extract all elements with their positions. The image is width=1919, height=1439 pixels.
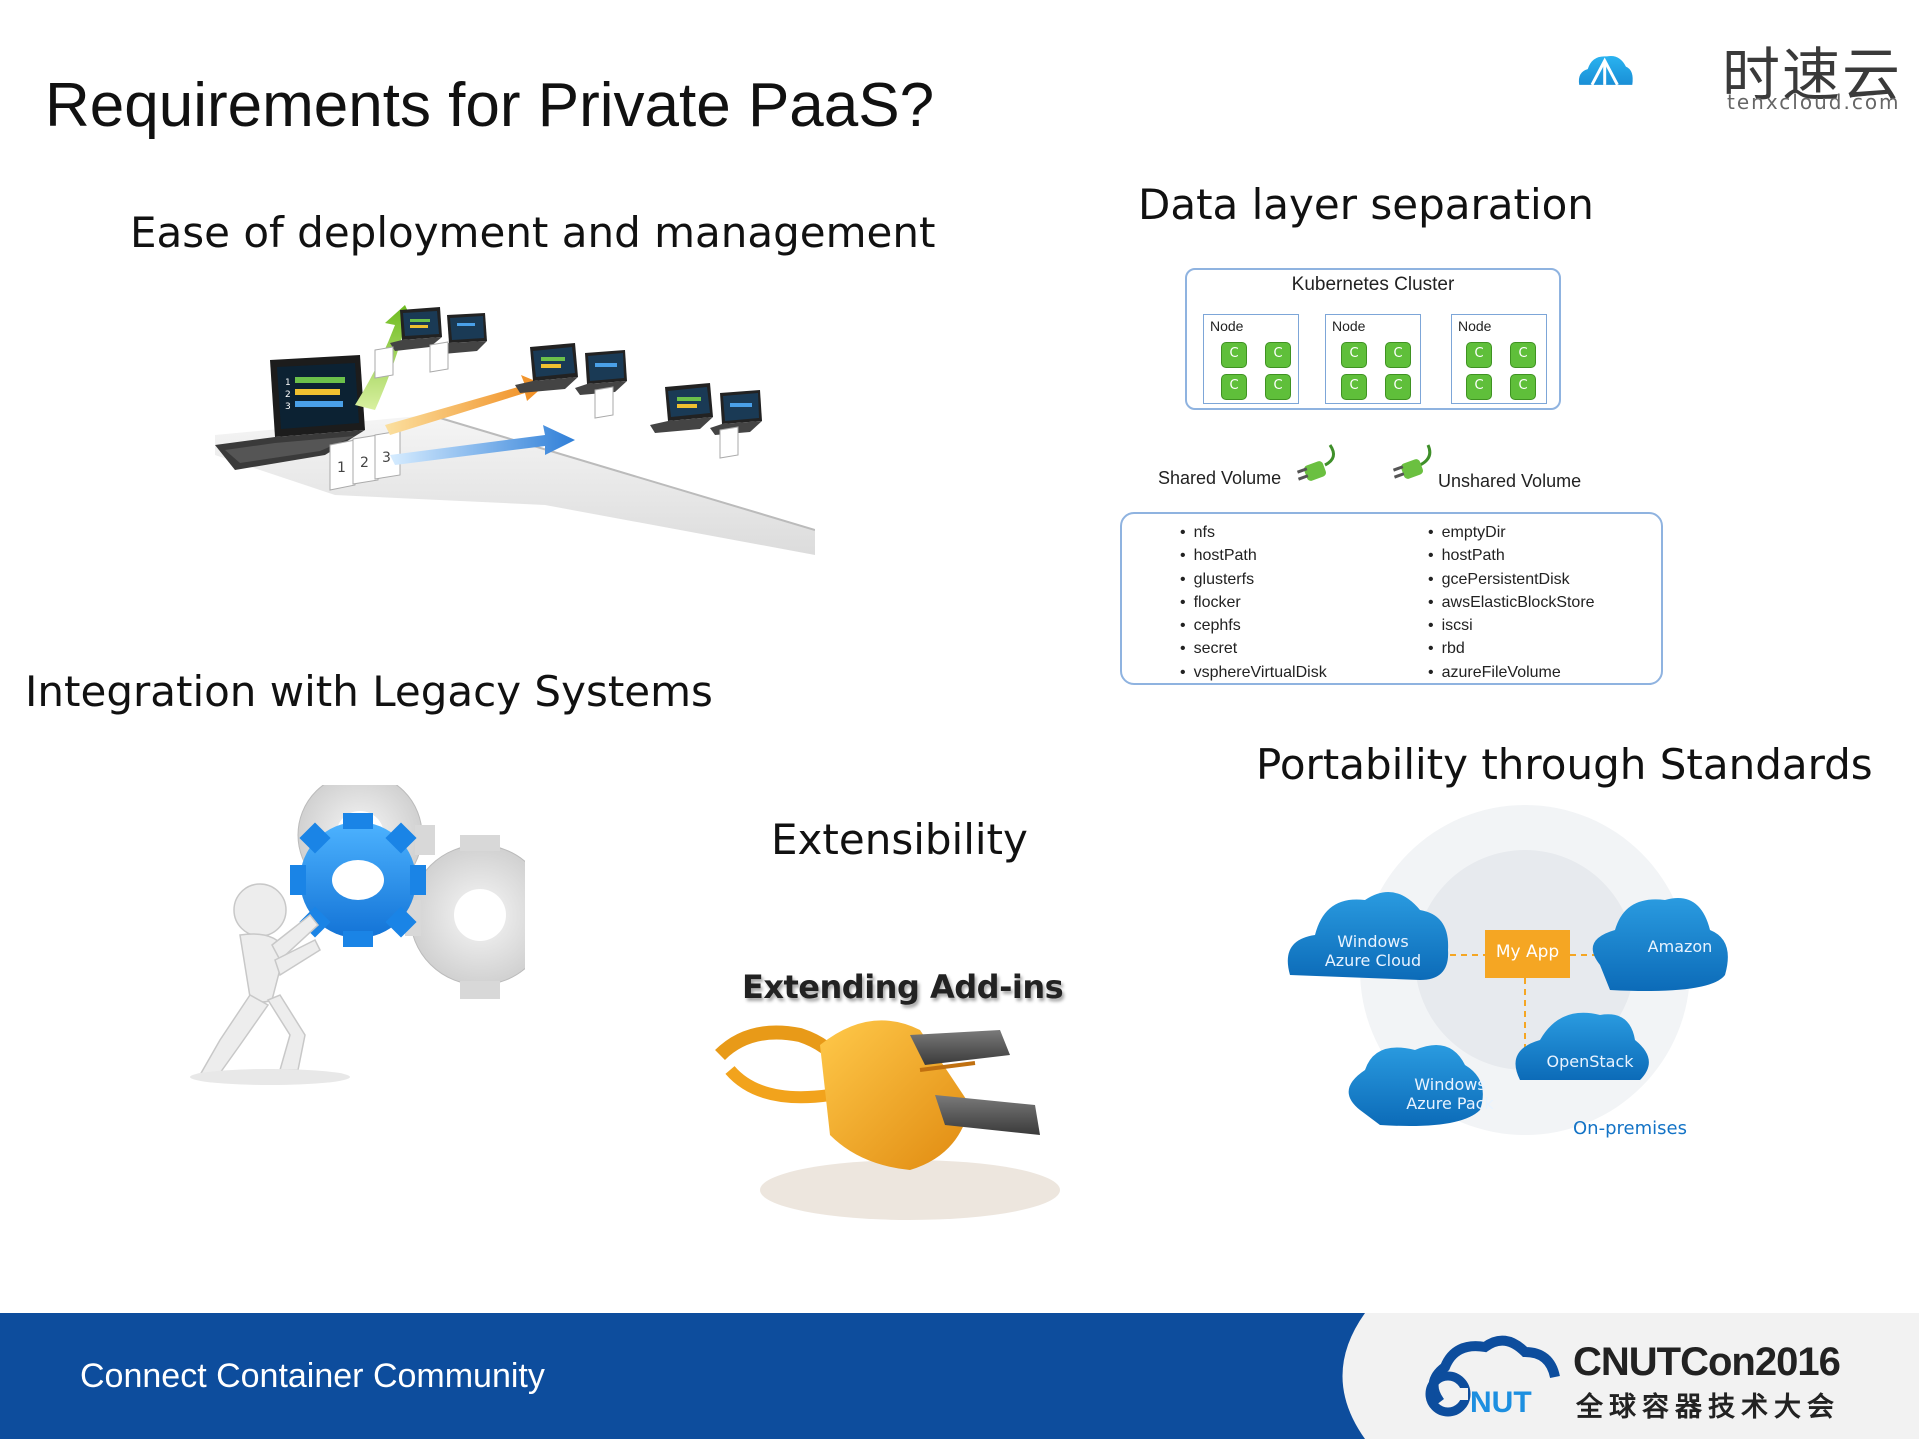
- container-pod: C: [1510, 374, 1536, 400]
- shared-volume-label: Shared Volume: [1158, 468, 1282, 488]
- cloud-diagram: [1287, 805, 1728, 1135]
- heading-portability: Portability through Standards: [1256, 740, 1873, 789]
- svg-text:2: 2: [285, 390, 291, 400]
- cnut-logo-text: NUT: [1470, 1386, 1532, 1419]
- logo-en-text: tenxcloud.com: [1727, 90, 1901, 114]
- container-pod: C: [1265, 342, 1291, 368]
- unshared-volume-label: Unshared Volume: [1438, 471, 1582, 491]
- windows-azure-pack-label: Windows Azure Pack: [1406, 1075, 1494, 1113]
- heading-integration: Integration with Legacy Systems: [25, 667, 713, 716]
- doc-number-2: 2: [360, 455, 369, 471]
- laptops-illustration: 1 2 3 1 2 3: [215, 305, 815, 555]
- container-pod: C: [1466, 342, 1492, 368]
- container-pod: C: [1221, 374, 1247, 400]
- amazon-label: Amazon: [1647, 937, 1713, 956]
- my-app-label: My App: [1495, 942, 1560, 962]
- plug-connector-icon: [1392, 444, 1432, 479]
- windows-azure-cloud-label: Windows Azure Cloud: [1324, 932, 1422, 970]
- heading-ease: Ease of deployment and management: [130, 208, 936, 257]
- on-premises-label: On-premises: [1573, 1118, 1687, 1139]
- container-pod: C: [1341, 374, 1367, 400]
- node-box: Node C C C C: [1325, 314, 1421, 404]
- container-pod: C: [1510, 342, 1536, 368]
- list-item: emptyDir: [1428, 521, 1595, 544]
- plug-connector-icon: [1296, 444, 1336, 481]
- list-item: iscsi: [1428, 614, 1595, 637]
- unshared-volume-list: emptyDir hostPath gcePersistentDisk awsE…: [1428, 521, 1595, 684]
- list-item: vsphereVirtualDisk: [1180, 661, 1327, 684]
- gear-person-illustration: [190, 785, 525, 1085]
- conference-subtitle: 全球容器技术大会: [1576, 1392, 1840, 1423]
- list-item: awsElasticBlockStore: [1428, 591, 1595, 614]
- shared-volume-list: nfs hostPath glusterfs flocker cephfs se…: [1180, 521, 1327, 684]
- list-item: hostPath: [1180, 544, 1327, 567]
- container-pod: C: [1466, 374, 1492, 400]
- extending-addins-caption: Extending Add-ins: [742, 968, 1064, 1006]
- list-item: flocker: [1180, 591, 1327, 614]
- list-item: gcePersistentDisk: [1428, 568, 1595, 591]
- node-box: Node C C C C: [1203, 314, 1299, 404]
- list-item: azureFileVolume: [1428, 661, 1595, 684]
- doc-number-3: 3: [382, 450, 391, 466]
- node-label: Node: [1332, 318, 1366, 334]
- footer-tagline: Connect Container Community: [80, 1357, 545, 1395]
- list-item: secret: [1180, 637, 1327, 660]
- tenxcloud-logo-icon: [1578, 56, 1633, 86]
- heading-extensibility: Extensibility: [771, 815, 1028, 864]
- conference-name: CNUTCon2016: [1573, 1340, 1841, 1384]
- heading-data-layer: Data layer separation: [1138, 180, 1594, 229]
- list-item: rbd: [1428, 637, 1595, 660]
- openstack-label: OpenStack: [1546, 1052, 1634, 1071]
- node-label: Node: [1210, 318, 1244, 334]
- logo-cn-text: 时速云: [1722, 41, 1903, 109]
- slide-title: Requirements for Private PaaS?: [45, 71, 935, 140]
- doc-number-1: 1: [337, 460, 346, 476]
- container-pod: C: [1385, 342, 1411, 368]
- container-pod: C: [1221, 342, 1247, 368]
- list-item: hostPath: [1428, 544, 1595, 567]
- svg-text:1: 1: [285, 378, 291, 388]
- container-pod: C: [1265, 374, 1291, 400]
- plug-illustration: [715, 1020, 1060, 1220]
- list-item: cephfs: [1180, 614, 1327, 637]
- kubernetes-cluster-title: Kubernetes Cluster: [1291, 274, 1455, 295]
- cnut-logo-icon: NUT: [1425, 1335, 1560, 1419]
- list-item: nfs: [1180, 521, 1327, 544]
- container-pod: C: [1385, 374, 1411, 400]
- list-item: glusterfs: [1180, 568, 1327, 591]
- svg-text:3: 3: [285, 402, 291, 412]
- node-label: Node: [1458, 318, 1492, 334]
- container-pod: C: [1341, 342, 1367, 368]
- node-box: Node C C C C: [1451, 314, 1547, 404]
